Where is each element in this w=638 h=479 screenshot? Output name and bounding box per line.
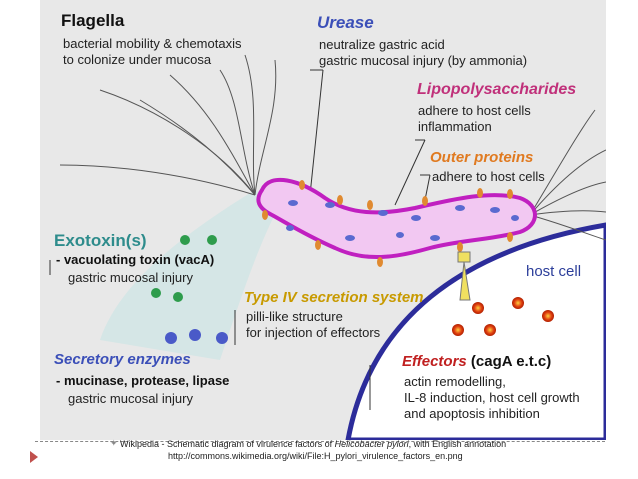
annotation-lines — [49, 69, 431, 410]
type-iv-line1: pilli-like structure — [246, 309, 343, 324]
type-iv-line2: for injection of effectors — [246, 325, 381, 340]
secretory-line1: - mucinase, protease, lipase — [56, 373, 230, 388]
effectors-line1: actin remodelling, — [404, 374, 506, 389]
urease-line2: gastric mucosal injury (by ammonia) — [319, 53, 528, 68]
caption-bullet: ✦ — [110, 438, 118, 448]
caption-prefix: Wikipedia - Schematic diagram of virulen… — [120, 439, 335, 449]
secretory-title: Secretory enzymes — [54, 351, 191, 368]
urease-markers — [286, 200, 519, 241]
exotoxin-line1: - vacuolating toxin (vacA) — [56, 252, 215, 267]
lps-title: Lipopolysaccharides — [417, 81, 577, 98]
caption-suffix: , with English annotation — [408, 439, 507, 449]
flagella-title: Flagella — [61, 11, 125, 30]
flagella-line1: bacterial mobility & chemotaxis — [63, 36, 242, 51]
outer-proteins-title: Outer proteins — [430, 149, 534, 166]
caption-divider — [35, 441, 605, 442]
exotoxin-title: Exotoxin(s) — [54, 231, 147, 250]
caption-species: Helicobacter pylori — [334, 439, 409, 449]
secretion-cloud — [100, 190, 280, 360]
effectors-title-suffix: (cagA e.t.c) — [466, 353, 552, 370]
urease-title: Urease — [317, 13, 374, 32]
enzyme-particles — [165, 329, 228, 344]
effectors-title: Effectors — [402, 353, 467, 370]
flagella-line2: to colonize under mucosa — [63, 52, 212, 67]
lps-line1: adhere to host cells — [418, 103, 531, 118]
effectors-title-group: Effectors (cagA e.t.c) — [402, 354, 551, 370]
urease-line1: neutralize gastric acid — [319, 37, 445, 52]
host-cell-label: host cell — [526, 263, 582, 280]
exotoxin-line2: gastric mucosal injury — [68, 270, 193, 285]
exotoxin-particles — [151, 235, 217, 302]
outer-proteins-line1: adhere to host cells — [432, 169, 545, 184]
lps-line2: inflammation — [418, 119, 492, 134]
slide-arrow-icon — [30, 451, 38, 463]
flagella-left — [59, 54, 277, 196]
diagram-graphics — [49, 54, 606, 440]
secretory-line2: gastric mucosal injury — [68, 391, 193, 406]
effectors-line3: and apoptosis inhibition — [404, 406, 540, 421]
caption-url[interactable]: http://commons.wikimedia.org/wiki/File:H… — [168, 451, 463, 461]
effectors-line2: IL-8 induction, host cell growth — [404, 390, 580, 405]
host-cell — [345, 222, 606, 440]
type-iv-needle — [457, 251, 471, 301]
type-iv-title: Type IV secretion system — [244, 289, 424, 306]
virulence-diagram: Flagella bacterial mobility & chemotaxis… — [40, 0, 606, 440]
outer-protein-markers — [262, 180, 513, 267]
caption-line1: Wikipedia - Schematic diagram of virulen… — [120, 439, 506, 449]
effector-particles — [452, 297, 554, 336]
flagella-right — [529, 109, 606, 241]
bacterium-body — [256, 177, 537, 259]
